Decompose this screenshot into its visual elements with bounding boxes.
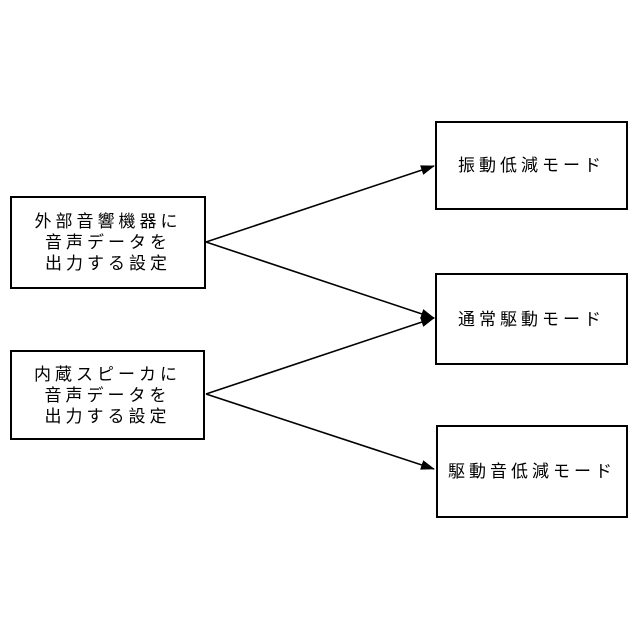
node-text-line: 通常駆動モード <box>458 309 605 329</box>
node-drive-noise-reduction-mode: 駆動音低減モード <box>436 425 628 518</box>
node-text-line: 振動低減モード <box>458 156 605 175</box>
node-text-line: 音声データを <box>45 233 171 252</box>
node-text-line: 出力する設定 <box>44 406 171 426</box>
node-vibration-reduction-mode: 振動低減モード <box>435 121 628 210</box>
arrow-internal-to-noise <box>205 393 435 470</box>
node-normal-drive-mode: 通常駆動モード <box>435 273 628 365</box>
node-text-line: 外部音響機器に <box>34 212 182 231</box>
arrow-external-to-vibration <box>205 165 435 243</box>
node-external-audio-output-setting: 外部音響機器に 音声データを 出力する設定 <box>10 196 206 289</box>
node-text-line: 駆動音低減モード <box>448 462 616 481</box>
node-text-line: 出力する設定 <box>45 254 171 273</box>
node-text-line: 音声データを <box>44 385 171 405</box>
arrow-internal-to-normal <box>205 317 435 395</box>
arrow-external-to-normal <box>205 241 435 319</box>
node-text-line: 内蔵スピーカに <box>34 364 181 384</box>
node-internal-speaker-output-setting: 内蔵スピーカに 音声データを 出力する設定 <box>10 350 205 440</box>
